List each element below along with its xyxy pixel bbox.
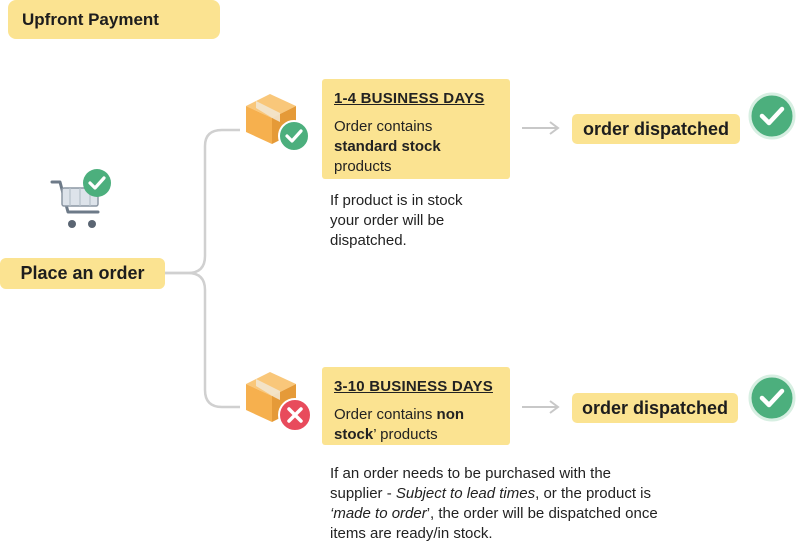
branch-top-note-line: dispatched.: [330, 232, 407, 249]
branch-bottom-note-line: If an order needs to be purchased with t…: [330, 465, 612, 482]
branch-top-days: 1-4 BUSINESS DAYS: [334, 90, 485, 107]
start-node: Place an order: [0, 258, 165, 289]
box-icon: [242, 90, 300, 148]
branch-top-card: 1-4 BUSINESS DAYS Order contains standar…: [322, 79, 510, 179]
branch-bottom-note-line: supplier - Subject to lead times, or the…: [330, 484, 770, 504]
branch-bottom-desc-post: ’ products: [373, 426, 438, 443]
connector-top: [165, 128, 240, 275]
note-text: supplier -: [330, 485, 396, 502]
branch-bottom-note: If an order needs to be purchased with t…: [330, 464, 770, 544]
check-icon: [82, 168, 112, 198]
arrow-right-icon: [522, 121, 560, 135]
branch-bottom-result: order dispatched: [572, 393, 738, 423]
note-italic: Subject to lead times: [395, 485, 536, 502]
check-icon: [748, 92, 796, 140]
branch-top-bold: standard stock: [334, 138, 441, 155]
check-icon: [748, 374, 796, 422]
check-icon: [278, 120, 310, 152]
branch-bottom-desc: Order contains non stock’ products: [334, 405, 498, 445]
branch-bottom-desc-bold: stock: [334, 426, 374, 443]
branch-bottom-days: 3-10 BUSINESS DAYS: [334, 378, 493, 395]
branch-bottom-card: 3-10 BUSINESS DAYS Order contains non st…: [322, 367, 510, 445]
branch-top-line1: Order contains: [334, 118, 433, 135]
branch-top-note-line: If product is in stock: [330, 192, 463, 209]
branch-top-note-line: your order will be: [330, 212, 445, 229]
branch-top-result: order dispatched: [572, 114, 740, 144]
arrow-right-icon: [522, 400, 560, 414]
cross-icon: [278, 398, 312, 432]
branch-bottom-note-line: ‘made to order’, the order will be dispa…: [330, 504, 770, 524]
branch-top-line3: products: [334, 158, 392, 175]
branch-bottom-note-line: items are ready/in stock.: [330, 525, 493, 542]
branch-bottom-desc-bold: non: [436, 406, 465, 423]
note-text: , or the product is: [535, 485, 652, 502]
header-title: Upfront Payment: [8, 0, 220, 39]
connector-bottom: [165, 271, 240, 409]
note-italic: ‘made to order: [330, 505, 427, 522]
note-text: ’, the order will be dispatched once: [426, 505, 658, 522]
branch-bottom-desc-pre: Order contains: [334, 406, 437, 423]
branch-top-note: If product is in stock your order will b…: [330, 191, 530, 251]
